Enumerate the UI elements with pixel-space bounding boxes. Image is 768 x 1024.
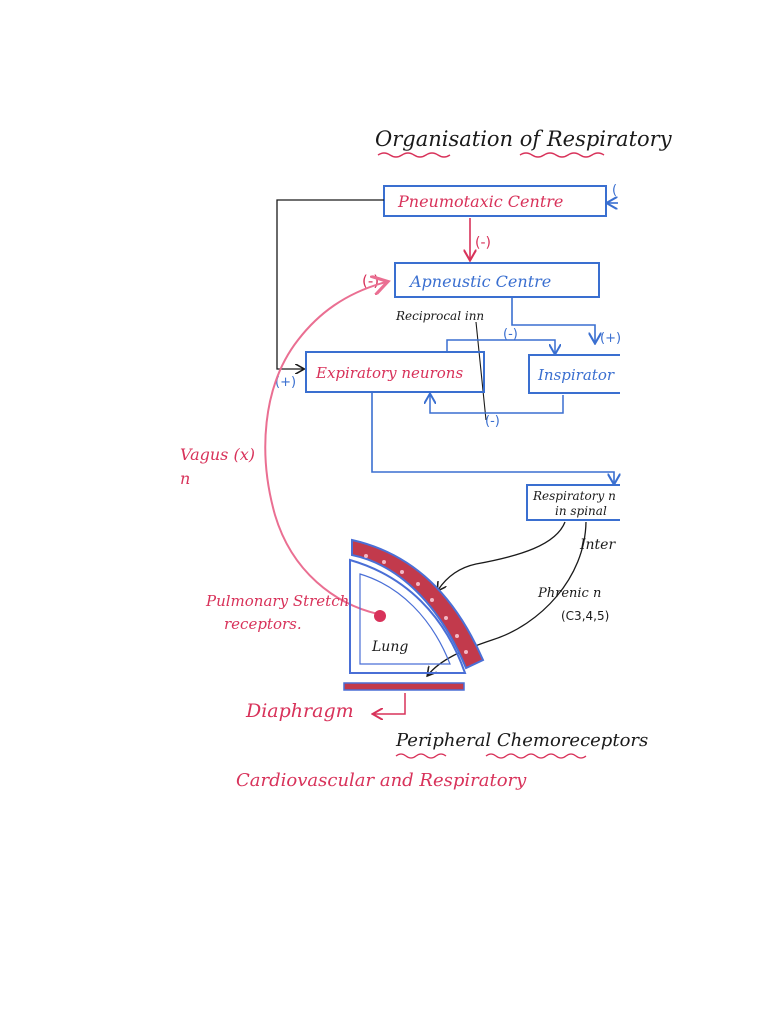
expiratory-plus-sign: (+) xyxy=(275,375,296,390)
expiratory-neurons-label: Expiratory neurons xyxy=(315,364,463,382)
diagram-title: Organisation of Respiratory xyxy=(375,127,673,151)
inspiratory-neurons-box xyxy=(528,354,620,394)
reciprocal-bottom-line xyxy=(430,395,564,414)
footer-heading: Cardiovascular and Respiratory xyxy=(236,770,527,791)
lung-outline xyxy=(349,558,467,674)
chest-wall-pores xyxy=(364,554,468,654)
diaphragm-pointer xyxy=(374,693,406,714)
reciprocal-top-sign: (-) xyxy=(503,327,518,342)
stretch-receptors-label-line1: Pulmonary Stretch xyxy=(205,592,349,610)
intercostal-label: Inter xyxy=(579,537,616,553)
spinal-neurons-label-line1: Respiratory n xyxy=(532,489,616,503)
reciprocal-bottom-sign: (-) xyxy=(485,414,500,429)
reciprocal-innervation-label: Reciprocal inn xyxy=(395,309,484,323)
vagus-nerve-pathway xyxy=(264,282,386,615)
apneustic-centre-box xyxy=(394,262,600,298)
pneumotaxic-to-apneustic-sign: (-) xyxy=(475,235,491,251)
chest-wall xyxy=(351,538,485,670)
pneumotaxic-right-sign: ( xyxy=(612,183,617,198)
expiratory-neurons-box xyxy=(305,351,485,393)
pneumotaxic-to-expiratory-line xyxy=(276,199,384,369)
apneustic-centre-label: Apneustic Centre xyxy=(408,272,551,291)
reciprocal-top-line xyxy=(446,339,555,353)
inspiratory-plus-sign: (+) xyxy=(600,331,621,346)
expiratory-to-spinal-line xyxy=(371,392,614,483)
peripheral-underline xyxy=(395,753,587,759)
spinal-neurons-label-line2: in spinal xyxy=(555,504,607,518)
stretch-receptor-dot xyxy=(374,610,386,622)
phrenic-nerve-line xyxy=(428,521,587,675)
pneumotaxic-centre-label: Pneumotaxic Centre xyxy=(397,192,563,211)
lung-label: Lung xyxy=(371,639,408,655)
title-underline xyxy=(377,152,605,158)
lung-inner-outline xyxy=(359,573,451,665)
inspiratory-neurons-label: Inspirator xyxy=(537,366,615,384)
peripheral-chemoreceptors-label: Peripheral Chemoreceptors xyxy=(395,730,648,751)
diaphragm-bar xyxy=(343,682,465,691)
stretch-receptors-label-line2: receptors. xyxy=(224,615,302,633)
diaphragm-label: Diaphragm xyxy=(245,700,354,722)
vagus-label-line1: Vagus (x) xyxy=(180,445,255,464)
spinal-neurons-box xyxy=(526,484,620,521)
apneustic-to-inspiratory-line xyxy=(511,297,595,342)
phrenic-label-line1: Phrenic n xyxy=(537,586,601,601)
phrenic-label-line2: (C3,4,5) xyxy=(561,609,609,623)
lung-illustration: Lung xyxy=(349,538,485,674)
intercostal-nerve-line xyxy=(438,521,566,590)
vagus-label-line2: n xyxy=(180,469,190,488)
reciprocal-pointer-line xyxy=(475,321,487,421)
